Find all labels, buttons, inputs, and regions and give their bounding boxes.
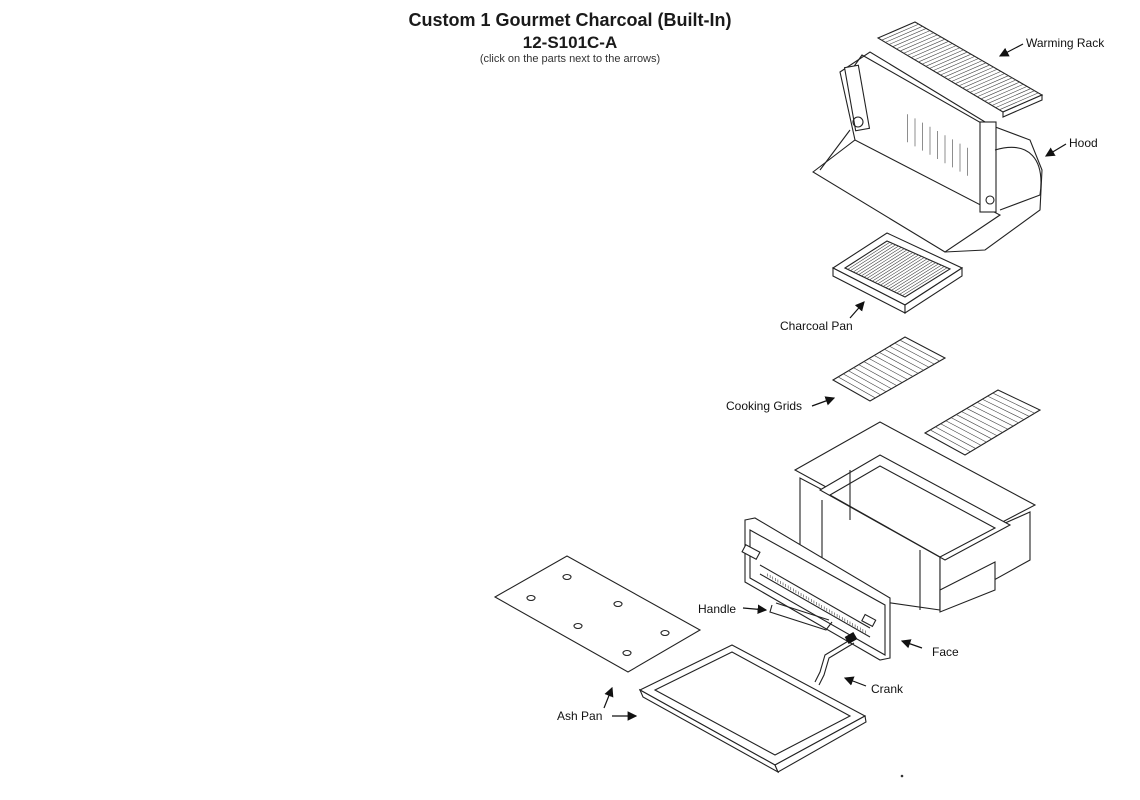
warming-rack-part[interactable] [876, 21, 1044, 118]
firebox-body-part[interactable] [793, 421, 1037, 613]
instruction-text: (click on the parts next to the arrows) [479, 53, 661, 65]
charcoal-pan-part[interactable] [831, 232, 964, 315]
handle-part[interactable] [769, 602, 833, 631]
svg-text:Handle: Handle [698, 602, 736, 616]
face-part[interactable] [741, 517, 891, 661]
ash-pan-part[interactable] [638, 644, 867, 774]
cooking-grid-left-part[interactable] [831, 336, 947, 402]
label-hood[interactable]: Hood [1044, 136, 1098, 157]
model-number: 12-S101C-A [522, 33, 618, 52]
diagram-title: Custom 1 Gourmet Charcoal (Built-In) [408, 10, 732, 30]
svg-text:Ash Pan: Ash Pan [557, 709, 602, 723]
svg-text:Crank: Crank [871, 682, 904, 696]
svg-text:Warming Rack: Warming Rack [1026, 36, 1105, 50]
crank-part[interactable] [814, 632, 858, 686]
label-face[interactable]: Face [900, 639, 959, 659]
svg-text:Cooking Grids: Cooking Grids [726, 399, 802, 413]
svg-text:Face: Face [932, 645, 959, 659]
label-handle[interactable]: Handle [698, 602, 768, 616]
hood-part[interactable] [812, 51, 1043, 253]
label-ash-pan[interactable]: Ash Pan [557, 686, 638, 723]
label-warming-rack[interactable]: Warming Rack [998, 36, 1105, 57]
svg-text:Charcoal Pan: Charcoal Pan [780, 319, 853, 333]
label-crank[interactable]: Crank [843, 676, 904, 696]
svg-text:Hood: Hood [1069, 136, 1098, 150]
label-cooking-grids[interactable]: Cooking Grids [726, 396, 836, 413]
cooking-grid-right-part[interactable] [923, 389, 1042, 456]
label-charcoal-pan[interactable]: Charcoal Pan [780, 301, 865, 333]
ash-plate-part[interactable] [493, 555, 702, 673]
